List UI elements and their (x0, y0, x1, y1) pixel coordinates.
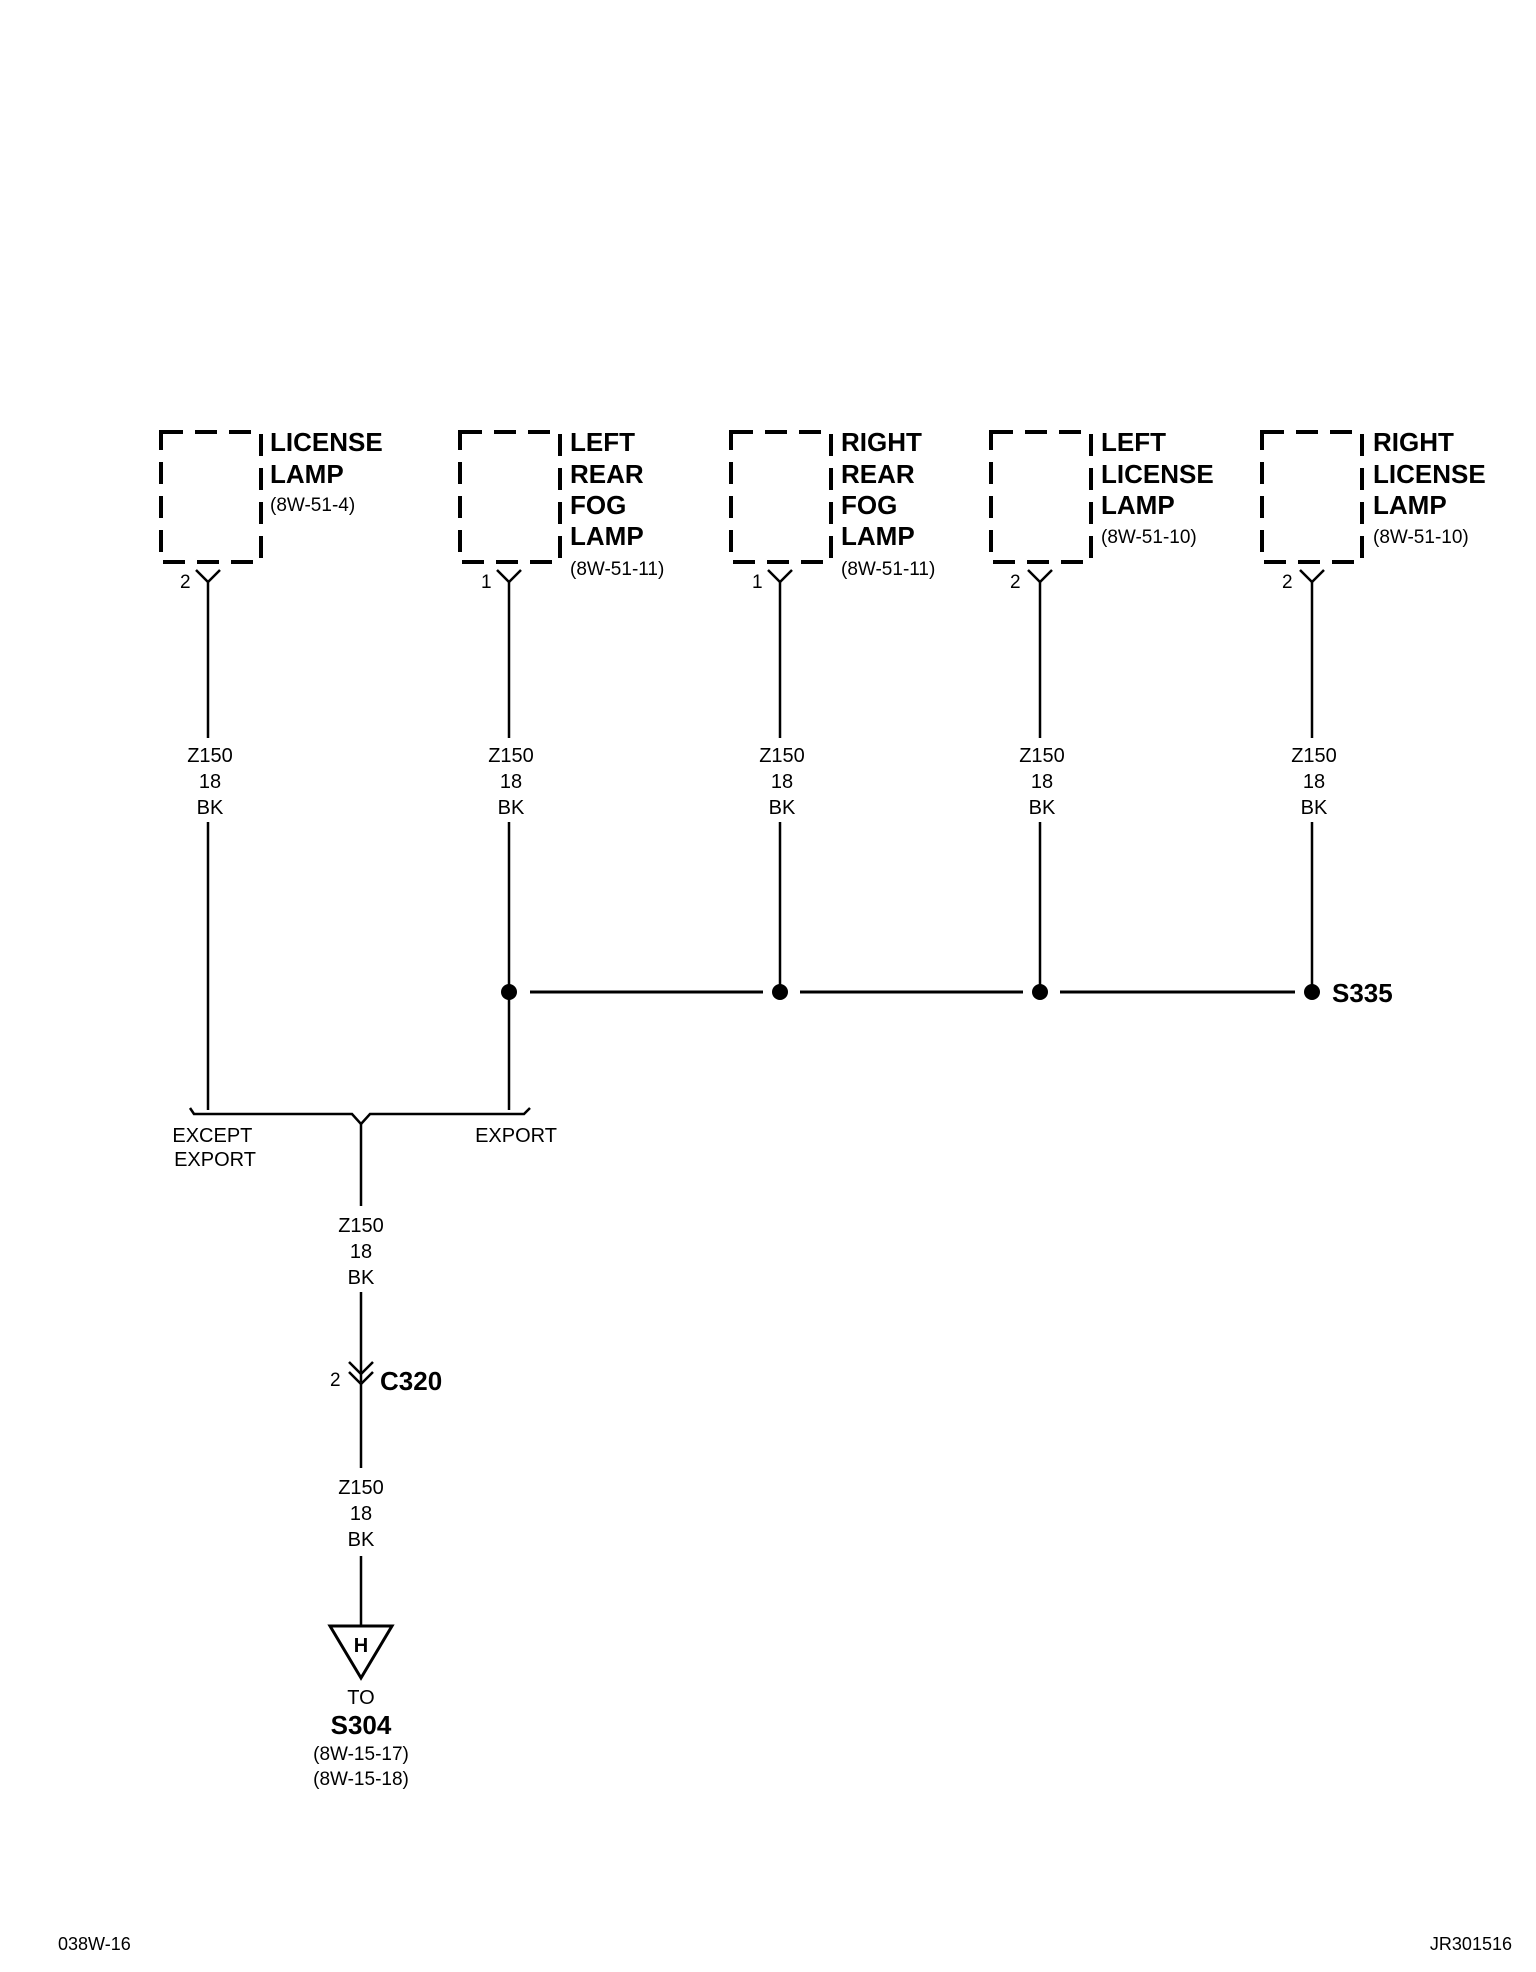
reference-page: (8W-15-17) (313, 1744, 409, 1765)
component-right-license-lamp: RIGHT LICENSE LAMP (8W-51-10) 2 (1260, 427, 1493, 593)
component-ref: (8W-51-10) (1101, 527, 1197, 548)
component-box (729, 430, 833, 564)
pin-number: 1 (752, 572, 763, 593)
connector-label: C320 (380, 1366, 442, 1396)
svg-text:18: 18 (1303, 771, 1325, 793)
connector-chevron (348, 1361, 374, 1376)
svg-text:Z150: Z150 (1019, 745, 1065, 767)
splice-dot (1304, 984, 1320, 1000)
svg-text:Z150: Z150 (338, 1477, 384, 1499)
component-license-lamp: LICENSE LAMP (8W-51-4) 2 (159, 427, 390, 593)
component-ref: (8W-51-11) (570, 559, 664, 580)
connector-pin-symbol (496, 569, 522, 584)
reference-letter: H (354, 1635, 368, 1657)
svg-text:BK: BK (1029, 797, 1056, 819)
component-box (159, 430, 263, 564)
component-ref: (8W-51-10) (1373, 527, 1469, 548)
reference-page: (8W-15-18) (313, 1769, 409, 1790)
splice-dot (1032, 984, 1048, 1000)
svg-text:BK: BK (769, 797, 796, 819)
pin-number: 1 (481, 572, 492, 593)
connector-pin-symbol (195, 569, 221, 584)
connector-pin: 2 (330, 1370, 341, 1391)
svg-text:Z150: Z150 (187, 745, 233, 767)
svg-text:Z150: Z150 (1291, 745, 1337, 767)
connector-pin-symbol (1299, 569, 1325, 584)
component-ref: (8W-51-11) (841, 559, 935, 580)
reference-to: TO (347, 1687, 374, 1709)
component-name: RIGHT LICENSE LAMP (1373, 427, 1493, 520)
wire-label: Z150 18 BK (338, 1215, 384, 1289)
option-label-export: EXPORT (475, 1125, 557, 1147)
svg-text:18: 18 (350, 1241, 372, 1263)
svg-text:18: 18 (199, 771, 221, 793)
wire-label: Z150 18 BK (488, 745, 534, 819)
pin-number: 2 (1282, 572, 1293, 593)
wire-label: Z150 18 BK (187, 745, 233, 819)
wire-label: Z150 18 BK (1291, 745, 1337, 819)
connector-pin-symbol (767, 569, 793, 584)
component-name: LEFT LICENSE LAMP (1101, 427, 1221, 520)
offpage-reference: H TO S304 (8W-15-17) (8W-15-18) (313, 1624, 409, 1790)
splice-label: S335 (1332, 978, 1393, 1008)
wire-label: Z150 18 BK (1019, 745, 1065, 819)
svg-text:BK: BK (498, 797, 525, 819)
option-label-except-export: EXCEPT EXPORT (172, 1125, 257, 1171)
svg-text:BK: BK (348, 1529, 375, 1551)
svg-text:BK: BK (197, 797, 224, 819)
svg-text:Z150: Z150 (759, 745, 805, 767)
footer-right-code: JR301516 (1430, 1934, 1512, 1954)
component-left-rear-fog-lamp: LEFT REAR FOG LAMP (8W-51-11) 1 (458, 427, 664, 593)
svg-text:BK: BK (348, 1267, 375, 1289)
component-ref: (8W-51-4) (270, 495, 355, 516)
component-box (458, 430, 562, 564)
wire-label: Z150 18 BK (759, 745, 805, 819)
svg-text:Z150: Z150 (338, 1215, 384, 1237)
component-left-license-lamp: LEFT LICENSE LAMP (8W-51-10) 2 (989, 427, 1221, 593)
option-junction (188, 1107, 531, 1126)
reference-dest: S304 (331, 1710, 392, 1740)
svg-text:Z150: Z150 (488, 745, 534, 767)
pin-number: 2 (180, 572, 191, 593)
wire-label: Z150 18 BK (338, 1477, 384, 1551)
component-box (1260, 430, 1364, 564)
svg-text:18: 18 (771, 771, 793, 793)
svg-text:18: 18 (1031, 771, 1053, 793)
svg-text:18: 18 (350, 1503, 372, 1525)
component-name: LEFT REAR FOG LAMP (570, 427, 651, 551)
component-name: LICENSE LAMP (270, 427, 390, 489)
svg-text:18: 18 (500, 771, 522, 793)
pin-number: 2 (1010, 572, 1021, 593)
footer-left-code: 038W-16 (58, 1934, 131, 1954)
splice-dot (772, 984, 788, 1000)
triangle-icon (327, 1624, 395, 1681)
connector-c320: 2 C320 (330, 1361, 442, 1396)
splice-dot (501, 984, 517, 1000)
svg-text:BK: BK (1301, 797, 1328, 819)
component-name: RIGHT REAR FOG LAMP (841, 427, 929, 551)
component-right-rear-fog-lamp: RIGHT REAR FOG LAMP (8W-51-11) 1 (729, 427, 935, 593)
component-box (989, 430, 1093, 564)
connector-pin-symbol (1027, 569, 1053, 584)
